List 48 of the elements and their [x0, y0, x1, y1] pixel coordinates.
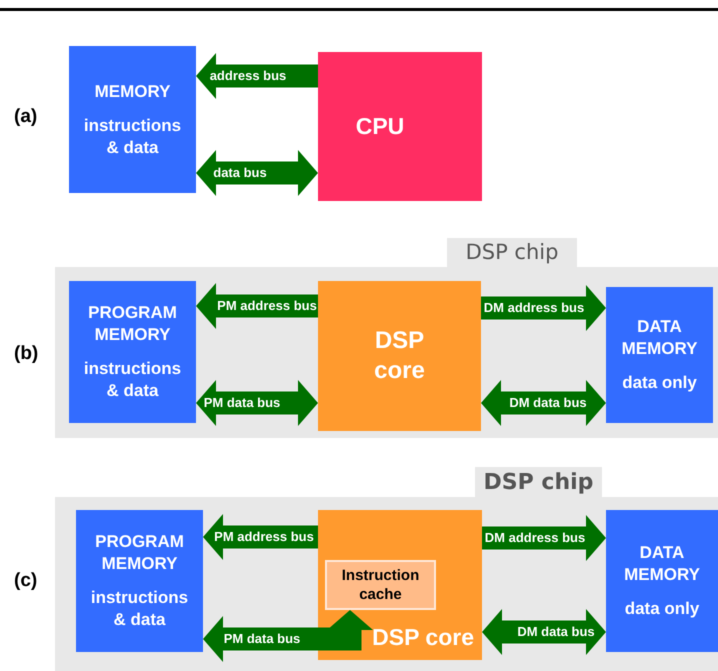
block-description: instructions & data [90, 587, 190, 631]
bus-arrow [196, 53, 318, 99]
chip-label-tab: DSP chip [475, 467, 602, 497]
bus-arrow [196, 283, 318, 329]
block-description: data only [622, 372, 697, 394]
memory-block [606, 287, 713, 423]
block-title: PROGRAM MEMORY [94, 531, 185, 575]
edge-label: PM address bus [214, 529, 314, 545]
edge-label: data bus [213, 165, 267, 181]
edge-label: DM data bus [509, 395, 587, 411]
edge-label: address bus [210, 68, 286, 84]
edge-label: PM data bus [204, 395, 280, 411]
memory-block [76, 510, 203, 652]
cache-block [325, 560, 436, 610]
bus-arrow [482, 515, 606, 561]
edge-label: PM address bus [217, 298, 317, 314]
bus-arrow [481, 285, 606, 331]
panel-label: (a) [14, 105, 38, 129]
memory-block [69, 281, 196, 423]
panel-label: (c) [14, 569, 38, 593]
bus-arrow [481, 380, 606, 426]
block-title: Instruction cache [340, 566, 420, 604]
block-title: DATA MEMORY [623, 542, 701, 586]
memory-block [69, 46, 196, 193]
block-title: PROGRAM MEMORY [87, 302, 178, 346]
core-block [318, 281, 481, 431]
bus-arrow [203, 610, 373, 662]
bus-arrow [482, 609, 606, 655]
block-title: MEMORY [94, 80, 170, 102]
edge-label: PM data bus [224, 631, 300, 647]
block-title: DSP core [373, 326, 426, 386]
block-title: DSP core [372, 622, 474, 652]
edge-label: DM data bus [517, 624, 595, 640]
chip-label-tab: DSP chip [447, 238, 577, 267]
block-description: instructions & data [82, 114, 182, 158]
edge-label: DM address bus [484, 300, 584, 316]
bus-arrow [196, 150, 318, 196]
cpu-block [318, 52, 482, 201]
memory-block [606, 510, 718, 652]
bus-arrow [203, 514, 318, 560]
block-title: DATA MEMORY [620, 316, 698, 360]
core-block [318, 510, 482, 660]
block-description: data only [624, 598, 700, 620]
block-title: CPU [356, 112, 404, 142]
panel-label: (b) [14, 342, 38, 366]
edge-label: DM address bus [484, 530, 586, 546]
block-description: instructions & data [82, 358, 182, 402]
bus-arrow [196, 380, 318, 426]
